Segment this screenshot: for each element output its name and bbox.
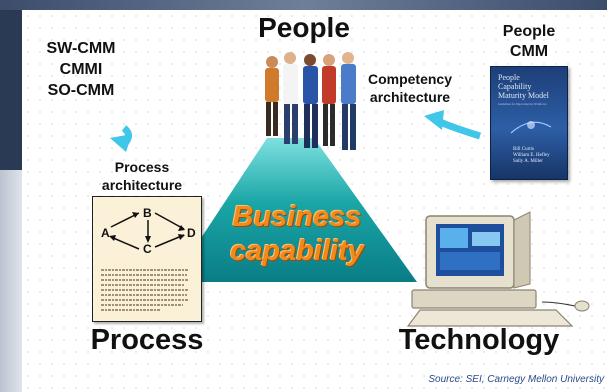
process-flow-diagram: A B C D [101, 206, 196, 256]
process-document: A B C D [92, 196, 202, 322]
screen-window [472, 232, 500, 246]
system-unit [411, 289, 537, 309]
person-figure [265, 56, 279, 136]
triangle-graphic [110, 110, 482, 282]
competency-architecture-label: Competency architecture [367, 71, 453, 105]
person-figure [283, 52, 298, 144]
competency-arrow-icon [438, 118, 482, 140]
person-figure [322, 54, 336, 146]
mouse [574, 300, 590, 312]
flow-node: D [187, 226, 196, 240]
screen-window [440, 228, 468, 248]
flow-node: B [143, 206, 152, 220]
book-cover-art-icon [510, 121, 552, 134]
screen-window [440, 252, 500, 270]
keyboard [406, 309, 574, 327]
business-triangle [172, 138, 417, 282]
monitor-side [513, 211, 531, 289]
document-text-lines-icon [101, 269, 189, 311]
background-side-panel [0, 170, 22, 392]
book-authors: Bill Curtis William E. Hefley Sally A. M… [513, 147, 550, 164]
process-architecture-label: Process architecture [101, 159, 183, 193]
slide-canvas: SW-CMM CMMI SO-CMM People [22, 10, 607, 392]
process-arrowhead-icon [110, 134, 132, 152]
flow-node: A [101, 226, 110, 240]
people-group-icon [265, 52, 356, 150]
mouse-cable [541, 301, 576, 307]
people-title: People [258, 12, 350, 43]
computer-icon [406, 211, 590, 327]
people-cmm-book-cover: People Capability Maturity Model Guideli… [490, 66, 568, 180]
process-title: Process [90, 324, 204, 356]
flow-node: C [143, 242, 152, 256]
window-top-bar [0, 0, 607, 10]
cmm-label: SO-CMM [47, 82, 115, 99]
person-figure [341, 52, 356, 150]
cmm-label: CMMI [59, 61, 103, 78]
business-capability-label: Business capability [230, 201, 364, 267]
person-figure [303, 54, 318, 148]
people-cmm-label: People CMM [502, 23, 556, 60]
cmm-label: SW-CMM [46, 40, 116, 57]
book-subtitle: Guidelines for Improving the Workforce [498, 102, 547, 106]
cmm-models-list: SW-CMM CMMI SO-CMM [26, 38, 136, 101]
source-citation: Source: SEI, Carnegy Mellon University [428, 374, 604, 385]
technology-title: Technology [398, 324, 560, 356]
competency-arrowhead-icon [424, 110, 444, 130]
book-title: People Capability Maturity Model [498, 73, 549, 100]
